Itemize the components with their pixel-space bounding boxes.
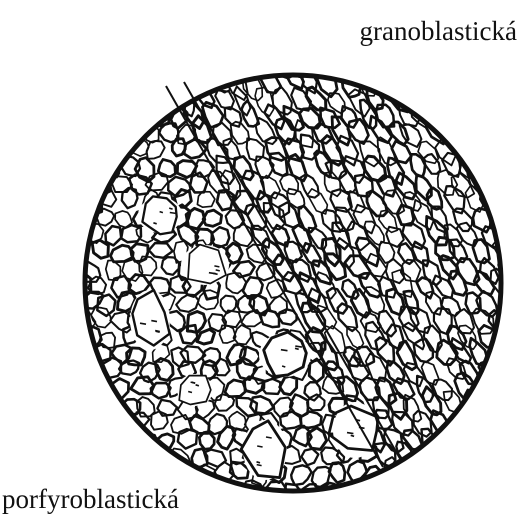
grain	[97, 295, 115, 316]
grain	[292, 259, 311, 281]
grain	[92, 240, 108, 258]
inclusion-mark	[281, 350, 288, 351]
inclusion-mark	[295, 348, 299, 349]
grain	[426, 292, 442, 315]
grain	[291, 465, 311, 485]
inclusion-mark	[216, 270, 220, 271]
inclusion-mark	[282, 366, 285, 367]
grain	[105, 226, 121, 245]
grain	[162, 257, 180, 275]
grain	[178, 429, 197, 449]
grain	[329, 463, 345, 483]
inclusion-mark	[151, 321, 157, 322]
grain	[422, 361, 439, 385]
grain	[359, 481, 374, 496]
grain	[157, 400, 177, 416]
grain	[155, 359, 173, 381]
grain	[295, 120, 313, 147]
grain	[218, 426, 235, 449]
porphyroblastic-label: porfyroblastická	[2, 486, 179, 513]
inclusion-mark	[257, 446, 262, 447]
grain	[325, 326, 346, 353]
grain	[111, 245, 134, 262]
grain	[342, 280, 358, 299]
grain	[280, 376, 297, 394]
inclusion-mark	[160, 212, 163, 213]
inclusion-mark	[140, 323, 146, 324]
grain	[287, 69, 304, 88]
grain	[93, 379, 108, 395]
inclusion-mark	[351, 435, 354, 436]
grain	[312, 51, 329, 77]
grain	[280, 174, 298, 194]
grain	[380, 73, 396, 95]
inclusion-mark	[266, 437, 272, 438]
inclusion-mark	[257, 465, 262, 466]
grain	[151, 411, 168, 429]
inclusion-mark	[257, 462, 261, 463]
grain	[171, 348, 188, 368]
inclusion-mark	[295, 346, 302, 347]
grain	[309, 359, 323, 382]
inclusion-mark	[214, 266, 219, 267]
inclusion-mark	[196, 385, 199, 386]
porphyroblast-fill	[259, 333, 311, 377]
grain	[197, 192, 215, 208]
grain	[301, 449, 318, 465]
grain	[215, 394, 234, 411]
grain	[158, 159, 175, 176]
inclusion-mark	[155, 331, 160, 332]
grain	[354, 347, 374, 366]
inclusion-mark	[170, 213, 177, 214]
grain	[416, 175, 431, 200]
grain	[151, 383, 171, 398]
grain	[438, 170, 458, 195]
grain	[220, 325, 236, 343]
grain	[149, 243, 173, 258]
grain	[213, 123, 232, 145]
grain	[490, 346, 508, 368]
grain	[396, 173, 416, 199]
grain	[233, 261, 254, 277]
inclusion-mark	[347, 433, 353, 434]
grain	[139, 257, 156, 276]
grain	[147, 141, 165, 159]
grain	[417, 278, 434, 299]
inclusion-mark	[153, 223, 156, 224]
inclusion-mark	[169, 208, 172, 209]
grain	[304, 382, 320, 400]
grain	[250, 396, 273, 413]
grain	[234, 224, 253, 246]
grain	[273, 87, 292, 114]
inclusion-mark	[188, 392, 192, 393]
inclusion-mark	[192, 382, 195, 383]
inclusion-mark	[213, 273, 218, 274]
grain	[176, 295, 198, 312]
grain	[122, 188, 138, 208]
porphyroblast-fill	[130, 290, 170, 350]
mineral-grains	[71, 51, 518, 504]
grain	[300, 174, 319, 197]
